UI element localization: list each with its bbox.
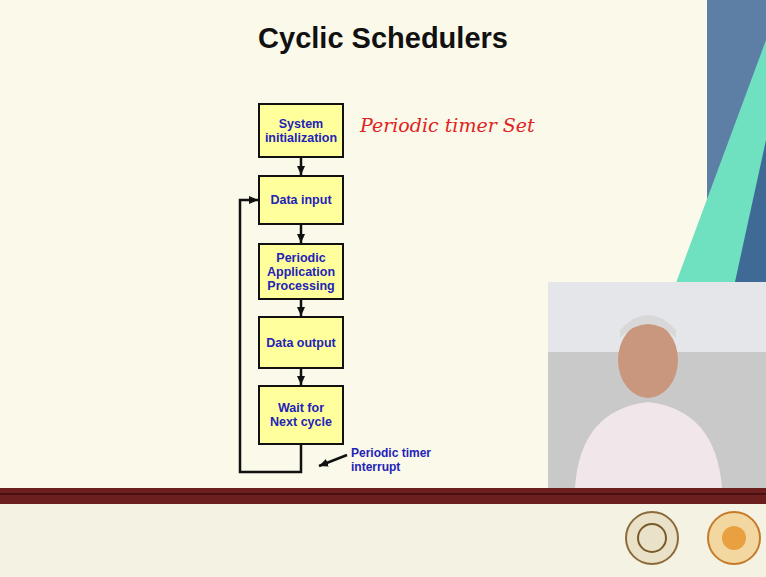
presenter-hair bbox=[620, 315, 676, 338]
box-text: System initialization bbox=[264, 117, 338, 145]
presenter-shirt bbox=[575, 402, 722, 488]
slide-title: Cyclic Schedulers bbox=[0, 22, 766, 55]
process-box: Data input bbox=[258, 175, 344, 225]
process-box: Periodic Application Processing bbox=[258, 243, 344, 300]
footer-bar bbox=[0, 488, 766, 504]
flow-arrow bbox=[300, 158, 303, 175]
nptel-logo bbox=[708, 512, 760, 564]
leader-arrow bbox=[319, 455, 347, 466]
flow-arrow bbox=[300, 300, 303, 316]
interrupt-label: Periodic timer interrupt bbox=[351, 447, 443, 475]
flow-arrow bbox=[300, 369, 303, 385]
footer-line bbox=[0, 493, 766, 495]
box-text: Data output bbox=[266, 336, 335, 350]
footer-ground bbox=[0, 504, 766, 577]
handwritten-note: Periodic timer Set bbox=[360, 114, 535, 136]
process-box: System initialization bbox=[258, 103, 344, 158]
process-box: Data output bbox=[258, 316, 344, 369]
presenter-head bbox=[618, 322, 678, 398]
process-box: Wait for Next cycle bbox=[258, 385, 344, 445]
box-text: Wait for Next cycle bbox=[264, 401, 338, 429]
presenter-video bbox=[548, 282, 766, 488]
nptel-logo-core bbox=[722, 526, 746, 550]
flow-arrow bbox=[300, 225, 303, 243]
box-text: Periodic Application Processing bbox=[264, 251, 338, 293]
box-text: Data input bbox=[270, 193, 331, 207]
institute-logo bbox=[626, 512, 678, 564]
institute-logo-ring bbox=[638, 524, 666, 552]
